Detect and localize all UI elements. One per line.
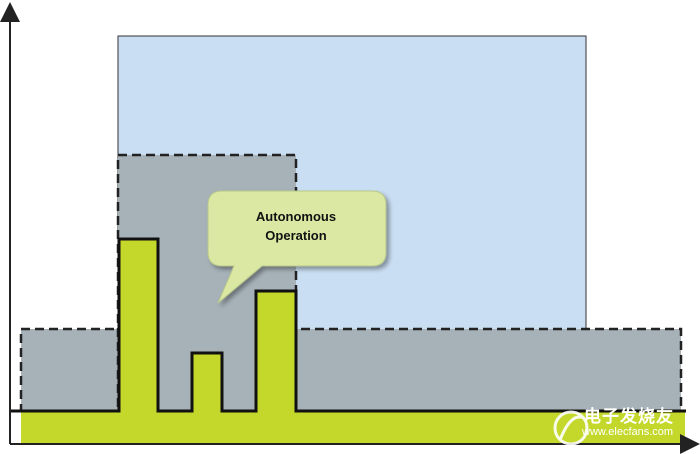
callout-line-2: Operation — [265, 228, 327, 243]
green-baseline-band — [21, 411, 685, 443]
watermark-logo-icon — [553, 410, 589, 446]
watermark-title: 电子发烧友 — [584, 407, 674, 427]
watermark: 电子发烧友 www.elecfans.com — [546, 400, 686, 446]
callout-label: Autonomous Operation — [216, 207, 376, 245]
region-join — [120, 326, 294, 334]
signal-line — [11, 237, 686, 413]
signal-pulses — [119, 239, 296, 412]
callout-line-1: Autonomous — [255, 209, 337, 224]
callout-bubble — [207, 190, 387, 304]
watermark-url: www.elecfans.com — [582, 426, 674, 438]
